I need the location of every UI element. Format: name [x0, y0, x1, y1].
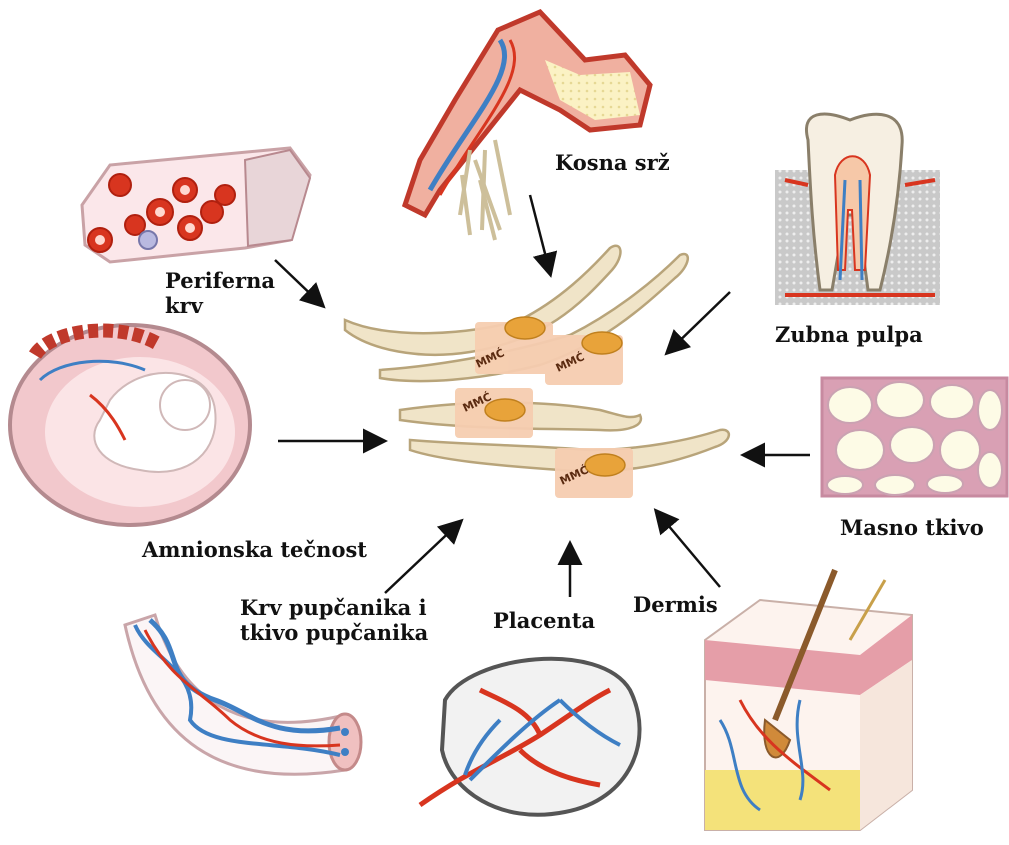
label-peripheral-blood: Perifernakrv [165, 268, 275, 318]
arrow-umbilical-cord [385, 522, 460, 593]
msc-nucleus [505, 317, 545, 339]
dental-pulp-image [775, 114, 940, 305]
peripheral-blood-image [82, 148, 310, 262]
label-umbilical-cord: Krv pupčanika itkivo pupčanika [240, 595, 428, 645]
label-bone-marrow: Kosna srž [555, 150, 670, 175]
arrow-peripheral-blood [275, 260, 322, 305]
placenta-image [420, 659, 640, 815]
msc-nucleus [585, 454, 625, 476]
arrow-bone-marrow [530, 195, 550, 273]
msc-cluster: MMĆ MMĆ MMĆ MMĆ [345, 246, 729, 498]
label-placenta: Placenta [493, 608, 595, 633]
label-amniotic-fluid: Amnionska tečnost [142, 537, 367, 562]
amniotic-fluid-image [10, 325, 250, 525]
msc-nucleus [582, 332, 622, 354]
label-dental-pulp: Zubna pulpa [775, 322, 923, 347]
arrow-dermis [657, 512, 720, 587]
bone-marrow-image [405, 12, 650, 240]
adipose-tissue-image [822, 378, 1007, 496]
dermis-image [705, 570, 912, 830]
label-dermis: Dermis [633, 592, 718, 617]
arrow-dental-pulp [668, 292, 730, 352]
label-adipose-tissue: Masno tkivo [840, 515, 984, 540]
